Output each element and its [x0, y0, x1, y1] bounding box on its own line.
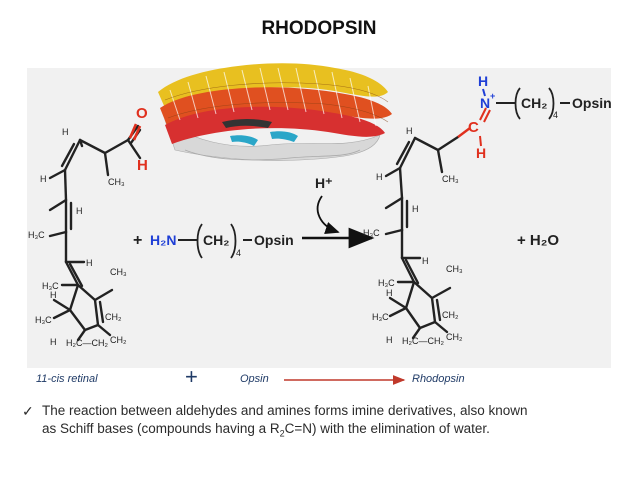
- imine-group: C H: [457, 107, 491, 161]
- amine-reactant: + H₂N CH₂ 4 Opsin: [133, 223, 294, 259]
- note-line2b: C=N) with the elimination of water.: [284, 421, 490, 436]
- aldehyde-bond2: [132, 125, 142, 141]
- svg-text:CH₂: CH₂: [105, 312, 122, 322]
- catalyst-label: H⁺: [315, 175, 333, 191]
- retinal-labels: H CH₃ H H H₃C H CH₃ H₃C H₃C CH₂ CH₂ H H₂…: [28, 127, 127, 348]
- svg-text:H₃C: H₃C: [42, 281, 59, 291]
- reaction-arrow: [302, 195, 375, 249]
- caption-plus: +: [185, 364, 198, 389]
- aldehyde-bond: [128, 123, 138, 139]
- svg-text:H₃C: H₃C: [363, 228, 380, 238]
- caption-opsin: Opsin: [240, 373, 269, 385]
- amine-ch2: CH₂: [203, 232, 229, 248]
- aldehyde-hydrogen: H: [137, 157, 148, 174]
- svg-text:H₃C: H₃C: [28, 230, 45, 240]
- amine-h2n: H₂N: [150, 232, 176, 248]
- page-title: RHODOPSIN: [261, 18, 377, 39]
- svg-text:H₂C—CH₂: H₂C—CH₂: [402, 336, 444, 346]
- svg-text:H: H: [62, 127, 69, 137]
- product-n: N: [480, 95, 490, 111]
- retinal-skeleton: [48, 124, 142, 342]
- svg-text:H: H: [386, 335, 393, 345]
- svg-text:CH₂: CH₂: [446, 332, 463, 342]
- svg-text:H: H: [76, 206, 83, 216]
- opsin-protein-ribbon: [158, 63, 392, 161]
- note-line2a: as Schiff bases (compounds having a R: [42, 421, 280, 436]
- svg-text:+: +: [490, 91, 495, 101]
- svg-text:H: H: [386, 288, 393, 298]
- product-opsin: Opsin: [572, 95, 612, 111]
- svg-text:H: H: [86, 258, 93, 268]
- svg-text:CH₃: CH₃: [110, 267, 127, 277]
- svg-text:H₃C: H₃C: [372, 312, 389, 322]
- svg-text:CH₂: CH₂: [442, 310, 459, 320]
- amine-opsin: Opsin: [254, 232, 294, 248]
- svg-text:H: H: [422, 256, 429, 266]
- svg-text:CH₂: CH₂: [110, 335, 127, 345]
- note-text: The reaction between aldehydes and amine…: [42, 402, 622, 443]
- svg-text:H: H: [412, 204, 419, 214]
- svg-text:H: H: [50, 337, 57, 347]
- caption-retinal: 11-cis retinal: [36, 373, 98, 385]
- reactant-plus: +: [133, 232, 142, 249]
- svg-text:H₃C: H₃C: [378, 278, 395, 288]
- svg-text:H: H: [40, 174, 47, 184]
- product-labels: H CH₃ H H H₃C H CH₃ H₃C H₃C CH₂ CH₂ H H₂…: [363, 126, 463, 346]
- product-ch2: CH₂: [521, 95, 547, 111]
- svg-text:H: H: [376, 172, 383, 182]
- product-chain: H N + CH₂ 4 Opsin: [478, 73, 612, 120]
- note-sub: 2: [279, 428, 285, 439]
- svg-text:CH₃: CH₃: [108, 177, 125, 187]
- product-sub4: 4: [553, 110, 558, 120]
- svg-text:H: H: [406, 126, 413, 136]
- amine-sub4: 4: [236, 248, 241, 258]
- product-h: H: [478, 73, 488, 89]
- svg-text:H₃C: H₃C: [35, 315, 52, 325]
- svg-text:CH₃: CH₃: [446, 264, 463, 274]
- svg-text:H: H: [50, 290, 57, 300]
- imine-hydrogen: H: [476, 145, 486, 161]
- imine-carbon: C: [468, 119, 479, 136]
- aldehyde-oxygen: O: [136, 105, 148, 122]
- caption-rhodopsin: Rhodopsin: [412, 373, 465, 385]
- check-icon: ✓: [22, 403, 34, 419]
- svg-text:CH₃: CH₃: [442, 174, 459, 184]
- svg-text:H₂C—CH₂: H₂C—CH₂: [66, 338, 108, 348]
- water-byproduct: + H₂O: [517, 232, 559, 249]
- note-line1: The reaction between aldehydes and amine…: [42, 403, 528, 418]
- product-skeleton: [384, 135, 460, 340]
